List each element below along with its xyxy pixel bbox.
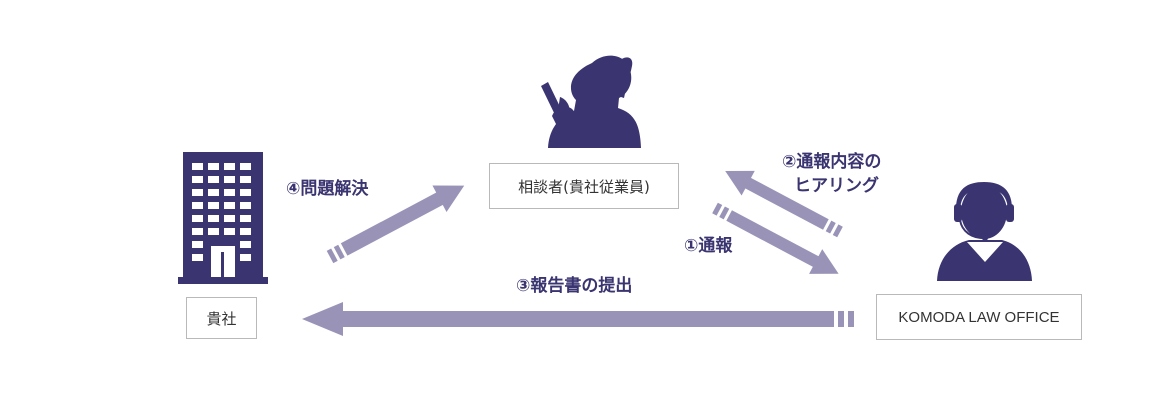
office-building-icon	[178, 152, 268, 284]
company-node: 貴社	[186, 297, 257, 339]
step1-label: ①通報	[684, 236, 733, 256]
employee-label: 相談者(貴社従業員)	[518, 177, 650, 196]
law-office-label: KOMODA LAW OFFICE	[898, 308, 1060, 326]
arrow-report	[712, 202, 839, 274]
operator-headset-icon	[937, 182, 1032, 281]
step2-label-line1: ②通報内容の	[782, 152, 882, 172]
step3-label: ③報告書の提出	[516, 276, 633, 296]
company-label: 貴社	[206, 309, 237, 328]
step2-label-line2: ヒアリング	[794, 176, 879, 196]
arrow-problem-solved	[326, 185, 465, 264]
woman-with-smartphone-icon	[541, 55, 641, 148]
arrow-report-submission	[302, 302, 854, 336]
employee-node: 相談者(貴社従業員)	[489, 163, 679, 209]
law-office-node: KOMODA LAW OFFICE	[876, 294, 1082, 340]
arrow-hearing	[725, 170, 843, 238]
step4-label: ④問題解決	[286, 179, 369, 199]
